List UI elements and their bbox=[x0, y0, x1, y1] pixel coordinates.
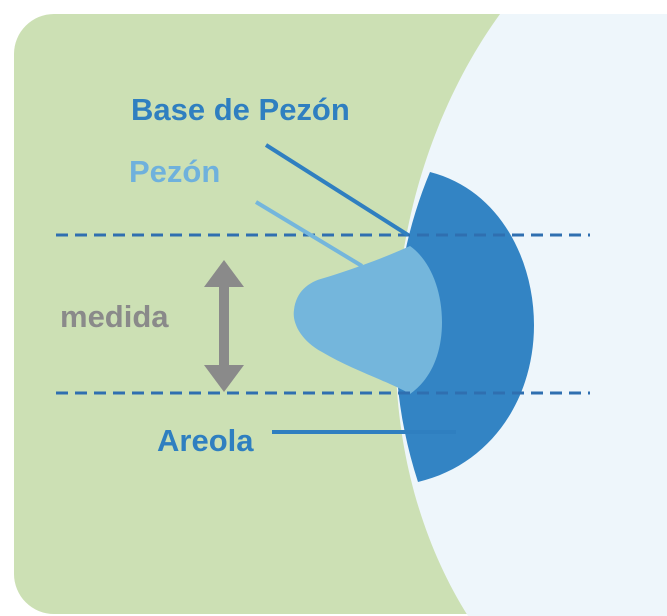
areola-label: Areola bbox=[157, 423, 254, 458]
nipple-shape bbox=[293, 246, 442, 394]
pezon-leader-line bbox=[254, 200, 364, 268]
areola-shape bbox=[395, 172, 534, 482]
pezon-label: Pezón bbox=[129, 154, 220, 189]
measure-arrow-icon bbox=[204, 260, 244, 392]
base-de-pezon-label: Base de Pezón bbox=[131, 92, 350, 127]
base-de-pezon-leader-line bbox=[264, 143, 410, 237]
medida-label: medida bbox=[60, 299, 169, 334]
